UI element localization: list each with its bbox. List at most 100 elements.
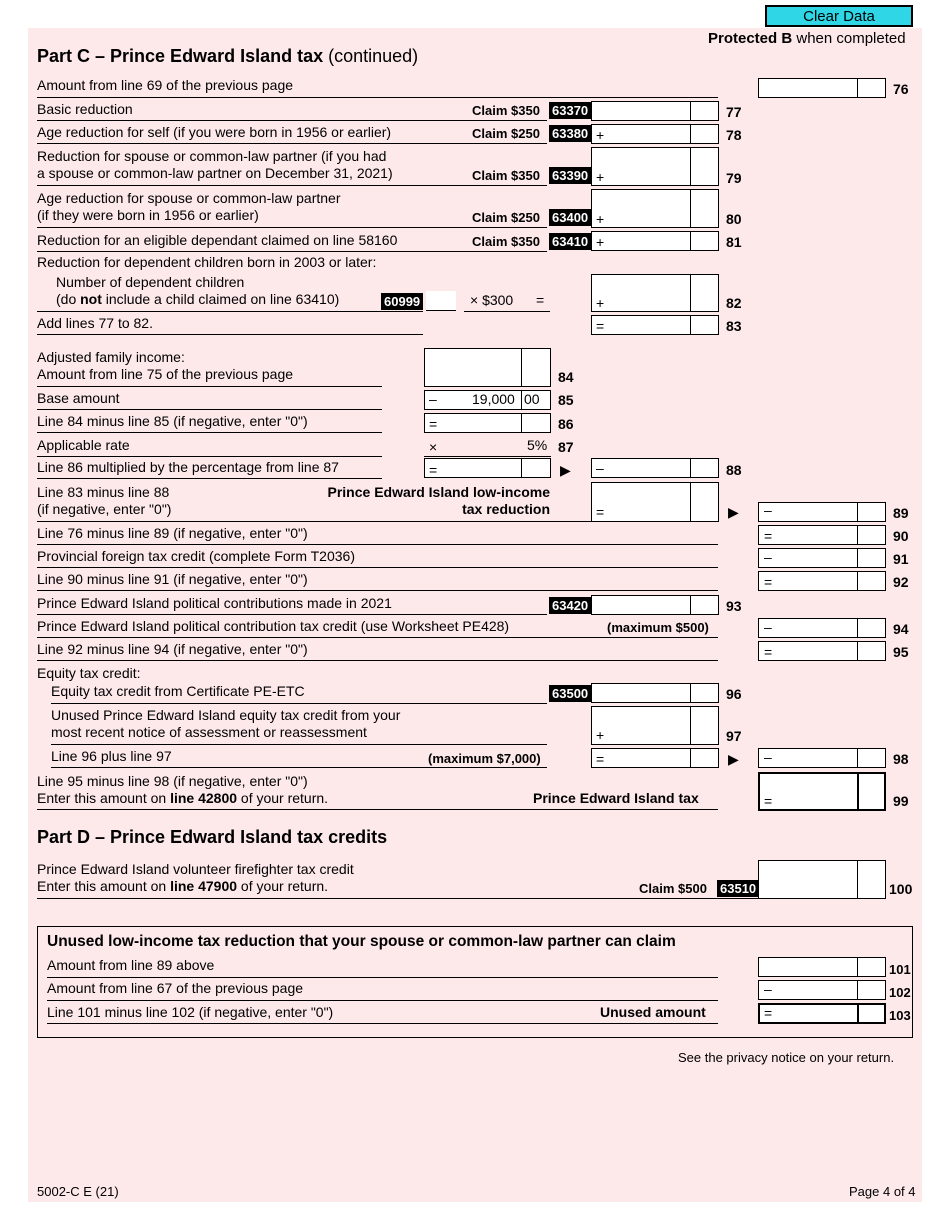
line-number: 101 xyxy=(889,962,911,977)
cents-divider xyxy=(690,459,691,477)
claim-amount: Claim $250 xyxy=(472,126,540,141)
field-line-89a[interactable] xyxy=(591,482,719,522)
label-line-78: Age reduction for self (if you were born… xyxy=(37,124,392,140)
cents-divider xyxy=(690,749,691,767)
field-line-79[interactable] xyxy=(591,147,719,186)
label-text: Unused amount xyxy=(600,1004,706,1020)
field-line-78[interactable] xyxy=(591,124,719,144)
clear-data-button[interactable]: Clear Data xyxy=(765,5,913,27)
label-line-99b: Enter this amount on line 42800 of your … xyxy=(37,790,329,806)
label-line-97a: Unused Prince Edward Island equity tax c… xyxy=(51,707,401,723)
label-line-89a: Line 83 minus line 88 xyxy=(37,484,170,500)
field-line-90[interactable] xyxy=(758,525,886,545)
line-number: 76 xyxy=(893,81,909,97)
label-line-87: Applicable rate xyxy=(37,437,130,453)
line-number: 82 xyxy=(726,295,742,311)
line-number: 103 xyxy=(889,1008,911,1023)
field-line-98[interactable] xyxy=(758,748,886,768)
line-number: 93 xyxy=(726,598,742,614)
field-line-101[interactable] xyxy=(758,957,886,977)
line-number: 94 xyxy=(893,621,909,637)
cents-divider xyxy=(857,503,858,521)
field-line-89[interactable] xyxy=(758,502,886,522)
divider xyxy=(37,311,423,312)
label-text: 00 xyxy=(524,391,540,407)
line-number: 83 xyxy=(726,318,742,334)
field-line-103[interactable] xyxy=(758,1003,886,1024)
label-line-83: Add lines 77 to 82. xyxy=(37,315,153,331)
page-number: Page 4 of 4 xyxy=(849,1184,916,1199)
divider xyxy=(37,409,382,410)
field-line-92[interactable] xyxy=(758,571,886,591)
claim-amount: Claim $250 xyxy=(472,210,540,225)
line-code-badge: 63410 xyxy=(549,233,592,250)
line-number: 81 xyxy=(726,234,742,250)
divider xyxy=(47,1000,718,1001)
operator-sign: – xyxy=(764,619,772,635)
unused-reduction-box xyxy=(37,926,913,1038)
field-line-76[interactable] xyxy=(758,78,886,98)
field-line-81[interactable] xyxy=(591,231,719,251)
operator-sign: + xyxy=(596,127,605,143)
operator-sign: ▶ xyxy=(728,504,739,520)
label-line-81: Reduction for an eligible dependant clai… xyxy=(37,232,398,248)
divider xyxy=(37,120,547,121)
label-text: × $300 xyxy=(470,292,514,308)
field-line-94[interactable] xyxy=(758,618,886,638)
cents-divider xyxy=(521,414,522,432)
label-text: Prince Edward Island tax xyxy=(533,790,699,806)
line-number: 100 xyxy=(889,881,913,897)
cents-divider xyxy=(521,391,522,409)
field-line-80[interactable] xyxy=(591,189,719,228)
field-line-83[interactable] xyxy=(591,315,719,335)
field-line-88a[interactable] xyxy=(424,458,551,478)
line-number: 85 xyxy=(558,392,574,408)
line-number: 91 xyxy=(893,551,909,567)
label-line-98: Line 96 plus line 97 xyxy=(51,748,172,764)
label-line-95: Line 92 minus line 94 (if negative, ente… xyxy=(37,641,308,657)
field-line-97[interactable] xyxy=(591,706,719,745)
cents-divider xyxy=(690,684,691,702)
operator-sign: – xyxy=(764,549,772,565)
label-text: Prince Edward Island low-income xyxy=(327,484,551,500)
field-line-100[interactable] xyxy=(758,860,886,899)
label-line-79b: a spouse or common-law partner on Decemb… xyxy=(37,165,393,181)
divider xyxy=(37,521,718,522)
field-line-91[interactable] xyxy=(758,548,886,568)
field-line-82[interactable] xyxy=(591,274,719,312)
field-line-86[interactable] xyxy=(424,413,551,433)
cents-divider xyxy=(521,349,522,386)
field-line-77[interactable] xyxy=(591,101,719,121)
line-number: 84 xyxy=(558,369,574,385)
field-line-96[interactable] xyxy=(591,683,719,703)
line-number: 102 xyxy=(889,985,911,1000)
line-number: 90 xyxy=(893,528,909,544)
operator-sign: ▶ xyxy=(560,462,571,478)
field-line-99[interactable] xyxy=(758,772,886,811)
cents-divider xyxy=(857,861,858,898)
divider xyxy=(37,185,547,186)
label-line-101: Amount from line 89 above xyxy=(47,957,215,973)
divider xyxy=(37,386,382,387)
label-line-76: Amount from line 69 of the previous page xyxy=(37,77,294,93)
divider xyxy=(37,809,718,810)
label-line-90: Line 76 minus line 89 (if negative, ente… xyxy=(37,525,308,541)
line-number: 89 xyxy=(893,505,909,521)
field-line-98a[interactable] xyxy=(591,748,719,768)
field-line-93[interactable] xyxy=(591,595,719,615)
field-line-95[interactable] xyxy=(758,641,886,661)
line-number: 92 xyxy=(893,574,909,590)
line-number: 95 xyxy=(893,644,909,660)
field-line-102[interactable] xyxy=(758,980,886,1000)
cents-divider xyxy=(857,642,858,660)
cents-divider xyxy=(690,596,691,614)
divider xyxy=(37,567,718,568)
line-code-badge: 63400 xyxy=(549,209,592,226)
line-code-badge: 63370 xyxy=(549,102,592,119)
operator-sign: = xyxy=(429,462,438,478)
field-dependent-children[interactable] xyxy=(426,291,456,311)
divider xyxy=(37,227,547,228)
label-line-88: Line 86 multiplied by the percentage fro… xyxy=(37,459,339,475)
field-line-88[interactable] xyxy=(591,458,719,478)
field-line-84[interactable] xyxy=(424,348,551,387)
